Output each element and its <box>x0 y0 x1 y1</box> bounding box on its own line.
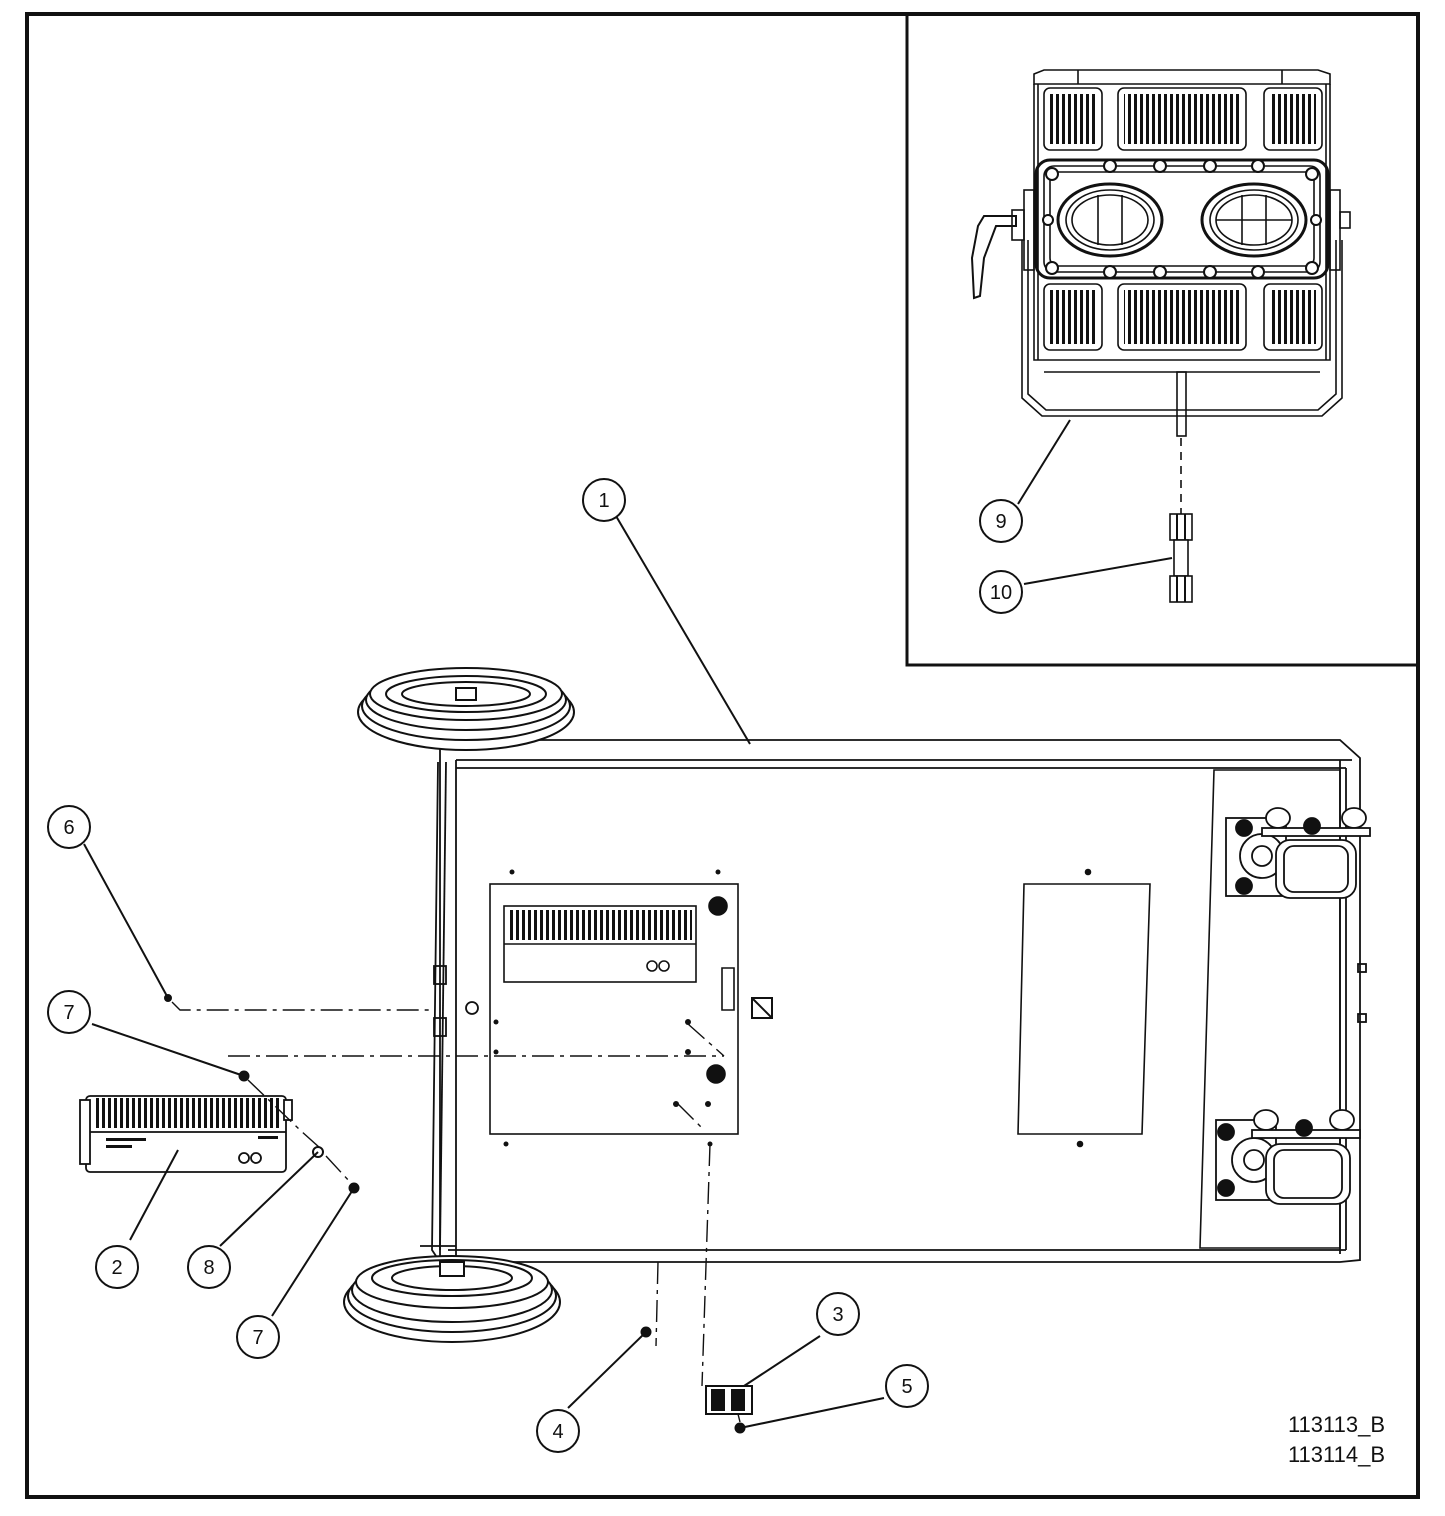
svg-text:1: 1 <box>598 490 609 512</box>
fastener-hardware <box>164 994 746 1434</box>
svg-text:6: 6 <box>63 817 74 839</box>
callout-5: 5 <box>885 1364 929 1408</box>
detail-inset-border <box>905 14 1418 667</box>
callout-2: 2 <box>95 1245 139 1289</box>
drawing-border <box>25 12 1420 1499</box>
work-light-fixture <box>970 69 1351 437</box>
drawing-number-2: 113114_B <box>1287 1442 1385 1467</box>
rear-wheel-bottom <box>343 1255 561 1343</box>
front-caster-top <box>1225 807 1371 899</box>
callout-7-lower: 7 <box>236 1315 280 1359</box>
svg-text:9: 9 <box>995 511 1006 533</box>
callout-3: 3 <box>816 1292 860 1336</box>
svg-text:5: 5 <box>901 1376 912 1398</box>
drawing-number-1: 113113_B <box>1287 1412 1385 1437</box>
svg-text:10: 10 <box>990 582 1012 604</box>
callout-4: 4 <box>536 1409 580 1453</box>
assembly-centerlines <box>171 1001 741 1423</box>
cable-connector <box>1169 438 1193 603</box>
wire-clip-part <box>705 1385 753 1415</box>
callout-9: 9 <box>979 499 1023 543</box>
svg-text:2: 2 <box>111 1257 122 1279</box>
rear-wheel-top <box>357 667 575 751</box>
charger-mount-panel <box>489 869 773 1147</box>
svg-text:4: 4 <box>552 1421 563 1443</box>
leader-lines <box>83 419 1173 1429</box>
svg-text:7: 7 <box>63 1002 74 1024</box>
callout-7-upper: 7 <box>47 990 91 1034</box>
battery-charger-unit <box>79 1095 293 1173</box>
svg-text:8: 8 <box>203 1257 214 1279</box>
svg-text:3: 3 <box>832 1304 843 1326</box>
callout-10: 10 <box>979 570 1023 614</box>
callout-6: 6 <box>47 805 91 849</box>
access-cover-panel <box>1017 868 1151 1148</box>
front-caster-bottom <box>1215 1109 1361 1205</box>
caster-mount-plate <box>1199 769 1341 1249</box>
svg-text:7: 7 <box>252 1327 263 1349</box>
callout-1: 1 <box>582 478 626 522</box>
callout-8: 8 <box>187 1245 231 1289</box>
